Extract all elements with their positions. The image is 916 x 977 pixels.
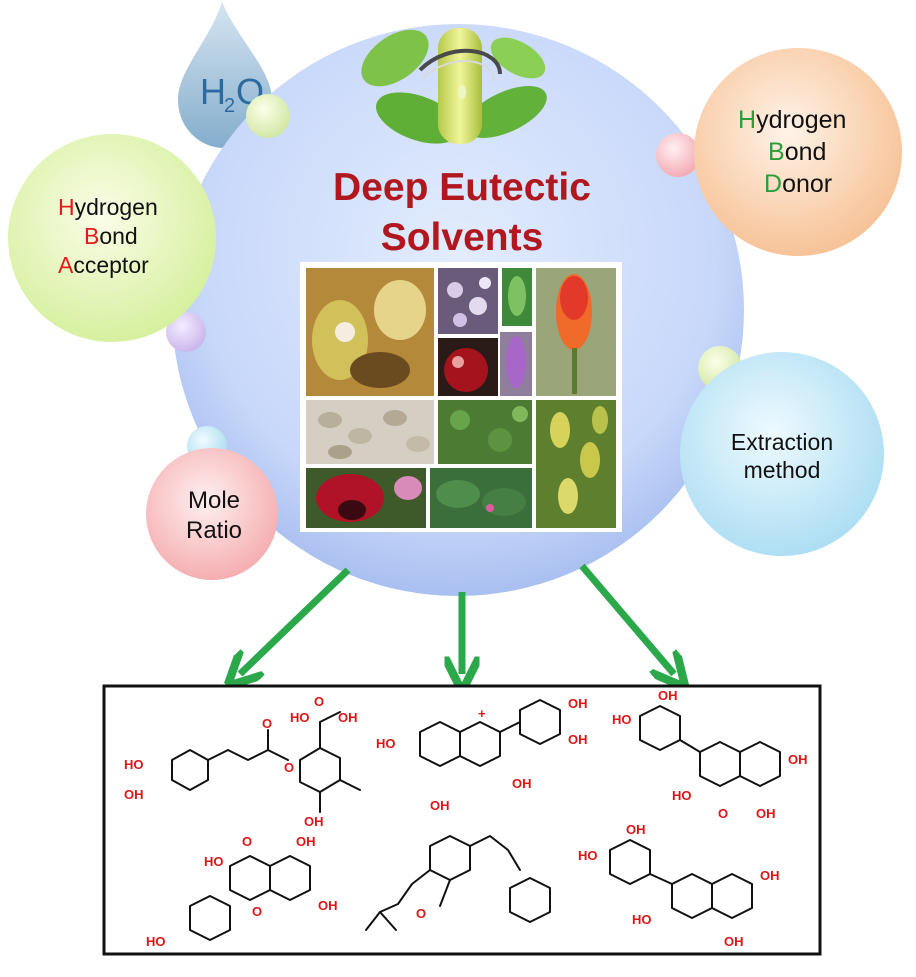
kaempferol-oh-3: OH xyxy=(318,898,338,913)
mole-line2: Ratio xyxy=(186,517,242,544)
catechin-oh-1: OH xyxy=(626,822,646,837)
molecule-catechin: OH HO OH HO OH xyxy=(578,822,780,949)
cyanidin-oh-5: OH xyxy=(430,798,450,813)
arrow-right xyxy=(579,563,674,674)
quercetin-oh-2: HO xyxy=(612,712,632,727)
hbd-line3: Donor xyxy=(764,170,832,198)
quercetin-oh-3: OH xyxy=(788,752,808,767)
title-line1: Deep Eutectic xyxy=(333,166,591,209)
chlorogenic-oh-3: HO xyxy=(290,710,310,725)
molecules-box xyxy=(102,684,822,956)
chlorogenic-oh-1: HO xyxy=(124,757,144,772)
quercetin-oh-1: OH xyxy=(658,688,678,703)
molecule-chlorogenic-acid: HO OH HO O OH OH O O xyxy=(124,694,361,829)
cyanidin-oh-1: HO xyxy=(376,736,396,751)
title-line2: Solvents xyxy=(381,216,544,259)
arrow-left xyxy=(240,567,351,674)
chlorogenic-o-3: O xyxy=(284,760,294,775)
cyanidin-charge: + xyxy=(478,706,486,721)
catechin-oh-4: HO xyxy=(632,912,652,927)
molecule-cyanidin: HO OH OH OH OH + xyxy=(376,696,588,813)
quercetin-oh-5: OH xyxy=(756,806,776,821)
hba-line1: Hydrogen xyxy=(58,194,158,220)
kaempferol-o-2: O xyxy=(252,904,262,919)
hba-line3: Acceptor xyxy=(58,252,149,278)
kaempferol-oh-1: OH xyxy=(296,834,316,849)
catechin-oh-5: OH xyxy=(724,934,744,949)
chlorogenic-oh-2: OH xyxy=(124,787,144,802)
quercetin-o: O xyxy=(718,806,728,821)
hbd-line1: Hydrogen xyxy=(738,106,846,134)
catechin-oh-3: OH xyxy=(760,868,780,883)
mole-line1: Mole xyxy=(188,487,240,514)
hba-bubble: Hydrogen Bond Acceptor xyxy=(8,134,216,342)
cyanidin-oh-2: OH xyxy=(568,696,588,711)
kaempferol-o-1: O xyxy=(242,834,252,849)
cyanidin-oh-3: OH xyxy=(568,732,588,747)
chlorogenic-o-1: O xyxy=(314,694,324,709)
extraction-line1: Extraction xyxy=(731,429,833,455)
molecule-kaempferol: O OH HO OH HO O xyxy=(146,834,338,949)
prenyl-o: O xyxy=(416,906,426,921)
plant-collage xyxy=(300,262,622,532)
connector-hba xyxy=(166,312,206,352)
hbd-bubble: Hydrogen Bond Donor xyxy=(694,48,902,256)
mole-bubble: Mole Ratio xyxy=(146,448,278,580)
kaempferol-oh-4: HO xyxy=(146,934,166,949)
molecule-prenyl-stilbene: O xyxy=(365,835,551,931)
hba-line2: Bond xyxy=(84,223,138,249)
extraction-bubble: Extraction method xyxy=(680,352,884,556)
extraction-line2: method xyxy=(744,457,821,483)
hbd-line2: Bond xyxy=(768,138,826,166)
arrows xyxy=(240,563,674,674)
molecule-quercetin: OH HO OH HO OH O xyxy=(612,688,808,821)
chlorogenic-oh-4: OH xyxy=(338,710,358,725)
chlorogenic-o-2: O xyxy=(262,716,272,731)
cyanidin-oh-4: OH xyxy=(512,776,532,791)
connector-water xyxy=(246,94,290,138)
water-sub: 2 xyxy=(224,95,235,117)
chlorogenic-oh-5: OH xyxy=(304,814,324,829)
connector-hbd xyxy=(656,133,700,177)
leaf-tube-image xyxy=(361,28,547,144)
kaempferol-oh-2: HO xyxy=(204,854,224,869)
catechin-oh-2: HO xyxy=(578,848,598,863)
quercetin-oh-4: HO xyxy=(672,788,692,803)
water-h: H xyxy=(200,71,226,112)
